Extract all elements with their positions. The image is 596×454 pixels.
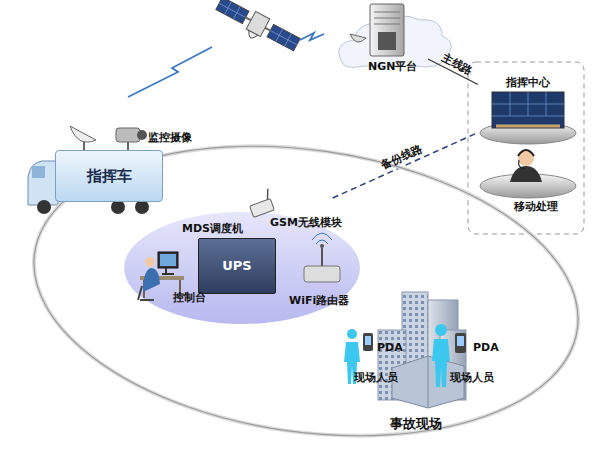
console	[143, 268, 160, 292]
wifi-router	[304, 233, 340, 282]
camera	[116, 128, 147, 150]
field-person	[363, 333, 373, 351]
operator	[510, 166, 542, 182]
group-frame	[468, 62, 584, 234]
operator	[518, 150, 534, 156]
annotation-label: 监控摄像	[148, 131, 192, 144]
wifi-router	[312, 233, 332, 244]
site-zone	[124, 212, 360, 324]
ngn-platform: NGN平台	[350, 2, 428, 76]
satellite	[267, 24, 300, 50]
satellite-dish	[70, 126, 96, 142]
node-sublabel: UPS	[198, 238, 276, 294]
site-ellipse-outline	[15, 113, 596, 454]
truck-cab	[28, 161, 58, 205]
field-person	[455, 333, 466, 353]
wifi-router	[320, 244, 324, 248]
field-person	[365, 336, 371, 345]
video-wall	[480, 92, 576, 144]
node-label: NGN平台	[368, 60, 417, 73]
truck-cab	[37, 200, 51, 214]
node-label: GSM无线模块	[270, 216, 342, 229]
video-wall	[492, 92, 564, 128]
camera	[137, 130, 147, 140]
node-label: WiFi路由器	[289, 294, 349, 307]
video-wall	[492, 92, 564, 116]
console	[162, 268, 174, 274]
console	[138, 286, 154, 300]
node-label: 指挥车	[56, 167, 162, 185]
wifi-router: WiFi路由器	[285, 248, 351, 308]
dispatch-server: MDS调度机 UPS	[180, 222, 280, 300]
node-label: PDA	[473, 341, 499, 354]
console	[160, 254, 176, 266]
command-center: 指挥中心	[478, 74, 578, 146]
link-label: 主线路	[439, 50, 474, 77]
field-person	[457, 336, 464, 346]
node-label: 控制台	[173, 291, 206, 304]
operator	[519, 160, 525, 169]
control-console: 控制台	[135, 245, 215, 307]
gsm-module	[264, 189, 271, 200]
satellite	[216, 0, 249, 24]
operator	[480, 150, 576, 198]
radio-link	[300, 33, 324, 40]
satellite	[216, 0, 249, 24]
node-sublabel: 现场人员	[450, 371, 494, 384]
satellite	[212, 0, 302, 58]
server	[374, 12, 400, 24]
node-label: 指挥中心	[506, 76, 550, 89]
field-person	[432, 339, 450, 387]
field-staff: PDA 现场人员	[428, 325, 500, 390]
buildings	[428, 356, 429, 408]
field-person	[435, 324, 447, 336]
site-ellipse-shadow	[15, 113, 596, 454]
satellite-dish	[70, 126, 96, 150]
radio-link	[128, 33, 324, 97]
server	[350, 4, 404, 56]
radio-link	[128, 47, 212, 97]
command-vehicle: 指挥车	[55, 150, 163, 202]
gsm-module	[246, 189, 275, 218]
truck-cab	[135, 200, 149, 214]
gsm-module: GSM无线模块	[250, 198, 340, 232]
operator	[518, 150, 534, 166]
server	[350, 34, 366, 42]
server	[370, 4, 404, 56]
satellite	[267, 24, 300, 50]
truck-cab	[111, 200, 125, 214]
camera	[127, 142, 129, 150]
truck-cab	[32, 166, 45, 178]
node-label: MDS调度机	[182, 222, 243, 235]
buildings	[378, 292, 466, 408]
gsm-module	[250, 199, 275, 218]
satellite	[246, 30, 257, 40]
field-person	[347, 329, 357, 339]
node-label: PDA	[377, 341, 403, 354]
server	[378, 32, 396, 50]
node-label: 移动处理	[514, 200, 558, 213]
wifi-router	[321, 248, 323, 266]
console	[145, 257, 155, 267]
node-sublabel: 现场人员	[354, 371, 398, 384]
wifi-router	[304, 266, 340, 282]
node-label: 事故现场	[390, 416, 442, 432]
camera	[116, 128, 140, 142]
video-wall	[496, 125, 560, 128]
console	[158, 252, 178, 268]
field-staff: PDA 现场人员	[340, 325, 402, 390]
